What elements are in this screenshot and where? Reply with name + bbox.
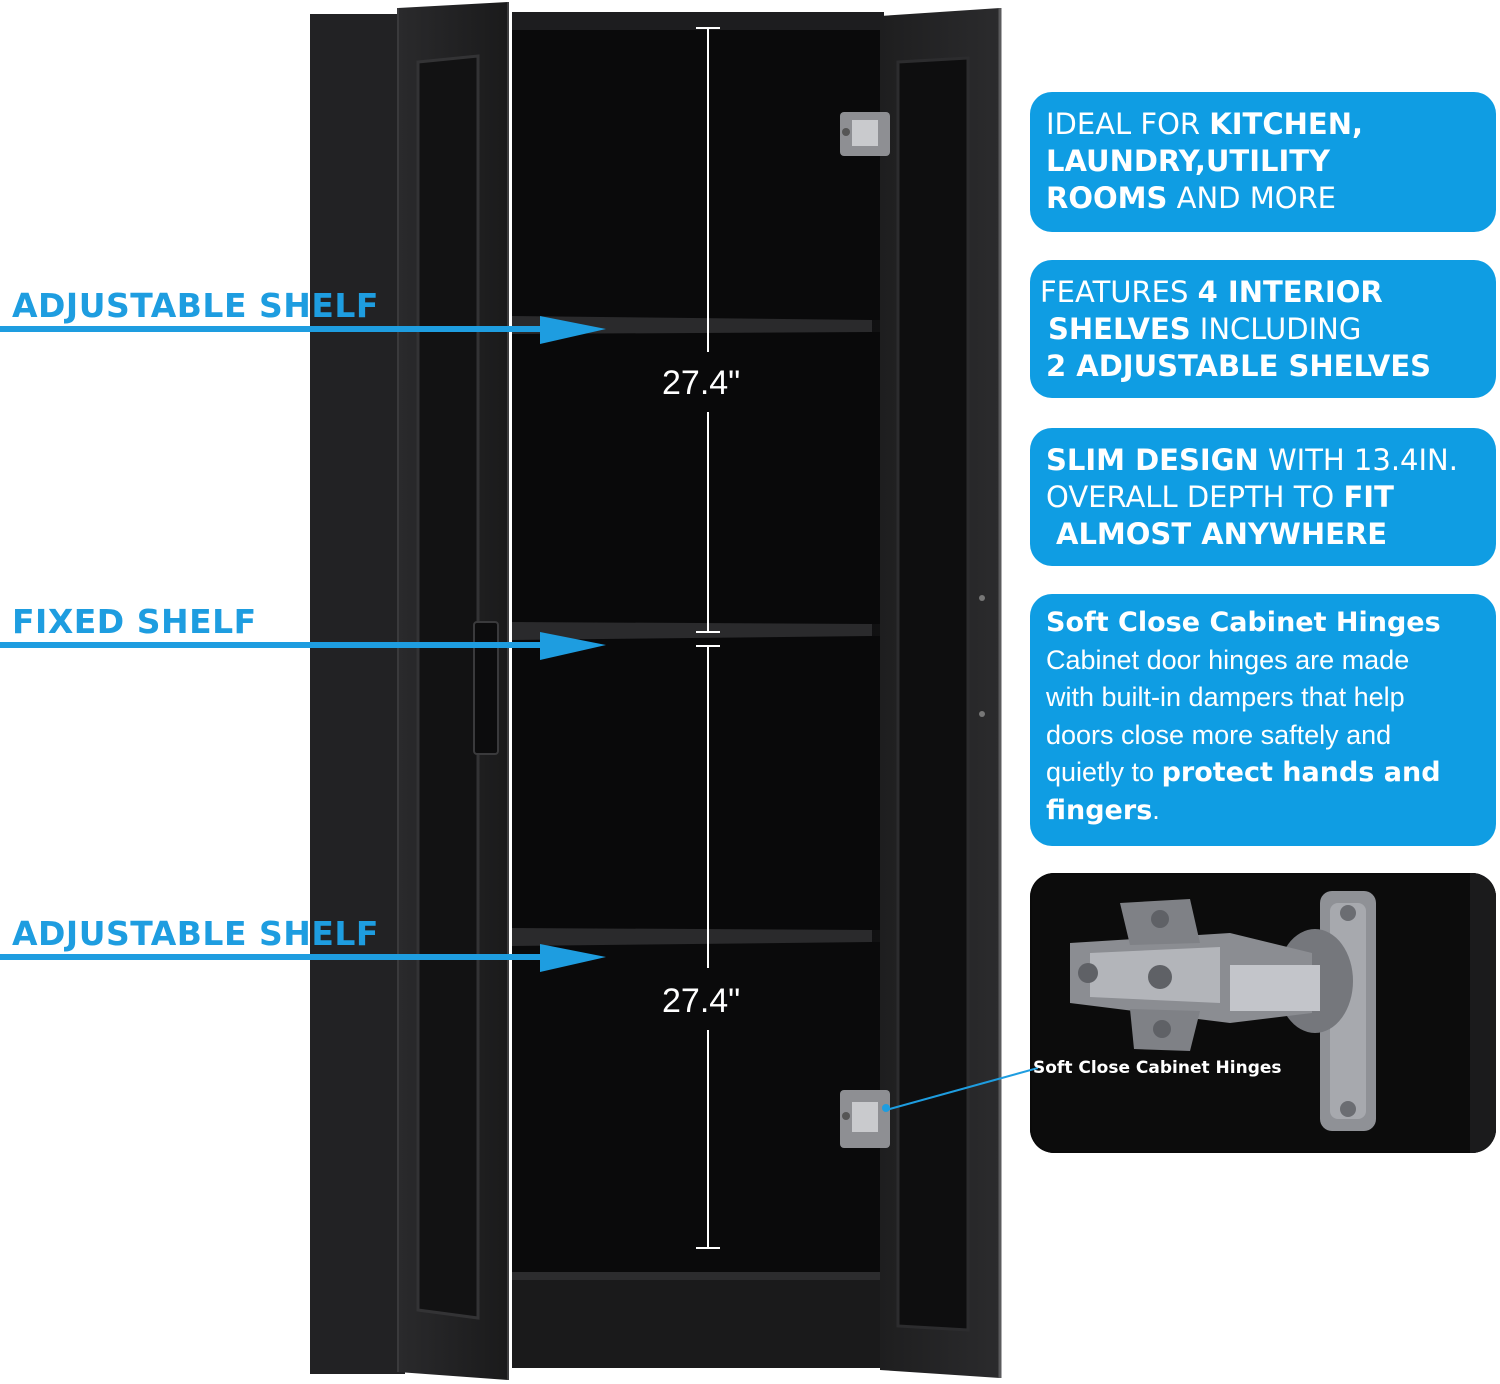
door-handle [473,621,499,755]
card-text: INCLUDING [1190,312,1362,346]
card-hinges-title: Soft Close Cabinet Hinges [1046,607,1441,638]
card-text: quietly to [1046,757,1162,787]
card-text: . [1152,794,1160,825]
card-text: Cabinet door hinges are made [1046,644,1410,675]
left-door-frame-inner [416,54,480,1320]
card-text: OVERALL DEPTH TO [1046,480,1344,514]
card-text-bold: ROOMS [1046,181,1168,215]
label-adjustable-shelf-bottom: ADJUSTABLE SHELF [12,914,379,953]
card-text-bold: FIT [1343,480,1394,514]
hinge-photo-caption: Soft Close Cabinet Hinges [1033,1058,1282,1078]
card-text-bold: 4 INTERIOR [1197,275,1383,309]
measurement-lower: 27.4" [662,982,741,1020]
card-text-bold: KITCHEN, [1209,107,1363,141]
shelf-bottom [512,928,872,946]
card-text-bold: protect hands and [1161,757,1441,788]
card-text-bold: ALMOST ANYWHERE [1056,517,1388,551]
arrow-icon [0,944,606,972]
card-soft-close-hinges: Soft Close Cabinet Hinges Cabinet door h… [1030,594,1496,846]
callout-pointer [885,1067,1038,1111]
measure-line-lower [696,645,720,1249]
card-text: WITH 13.4IN. [1258,443,1458,477]
card-text-bold: SLIM DESIGN [1046,443,1259,477]
cabinet-base [512,1272,886,1368]
card-text: AND MORE [1167,181,1337,215]
card-features-shelves: FEATURES 4 INTERIOR SHELVES INCLUDING 2 … [1030,260,1496,398]
card-text-bold: fingers [1046,794,1153,826]
card-text: FEATURES [1040,275,1198,309]
card-text-bold: 2 ADJUSTABLE SHELVES [1046,349,1432,383]
label-fixed-shelf: FIXED SHELF [12,602,257,641]
card-ideal-rooms: IDEAL FOR KITCHEN, LAUNDRY,UTILITY ROOMS… [1030,92,1496,232]
arrow-icon [0,316,606,344]
measure-line-upper [696,27,720,633]
top-hinge-icon [840,112,890,156]
card-text-bold: SHELVES [1048,312,1191,346]
hinge-icon [1070,873,1496,1153]
cabinet-side-panel [310,14,405,1374]
arrow-icon [0,632,606,660]
right-door-frame-inner [896,56,970,1332]
card-text: doors close more saftely and [1046,719,1392,750]
card-text: IDEAL FOR [1046,107,1210,141]
cabinet-illustration [310,2,1002,1380]
card-text: with built-in dampers that help [1046,682,1405,712]
bottom-hinge-icon [840,1090,890,1148]
card-slim-design: SLIM DESIGN WITH 13.4IN. OVERALL DEPTH T… [1030,428,1496,566]
measurement-upper: 27.4" [662,364,741,402]
label-adjustable-shelf-top: ADJUSTABLE SHELF [12,286,379,325]
shelf-middle [512,622,872,640]
hinge-closeup-photo [1030,873,1496,1153]
card-text-bold: LAUNDRY,UTILITY [1046,144,1331,178]
